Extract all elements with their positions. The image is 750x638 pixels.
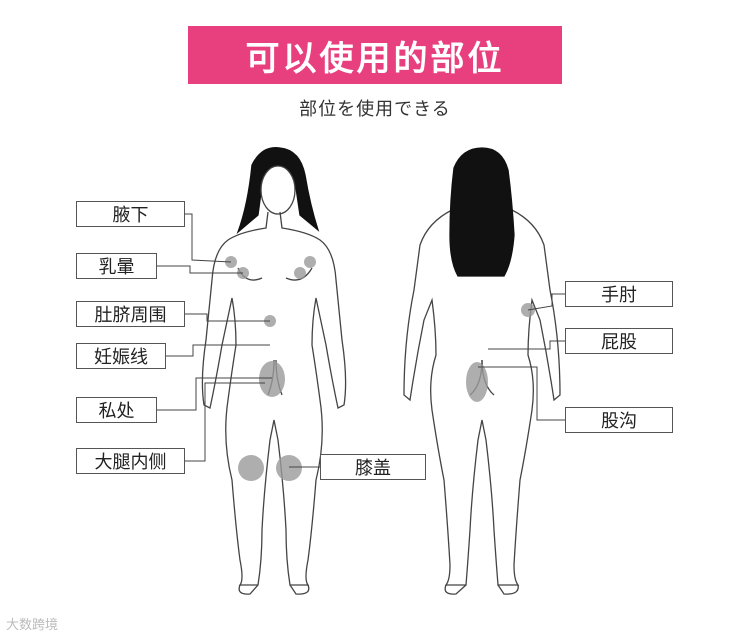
front-face bbox=[261, 166, 295, 214]
label-navel: 肚脐周围 bbox=[76, 301, 185, 327]
label-pregnancy-line: 妊娠线 bbox=[76, 343, 166, 369]
front-markers bbox=[225, 256, 316, 481]
label-inner-thigh: 大腿内侧 bbox=[76, 448, 185, 474]
watermark: 大数跨境 bbox=[6, 614, 58, 633]
label-buttock-crease: 股沟 bbox=[565, 407, 673, 433]
marker-armpit-right bbox=[304, 256, 316, 268]
front-body-outline bbox=[202, 212, 345, 585]
label-private: 私处 bbox=[76, 397, 157, 423]
back-markers bbox=[466, 303, 535, 402]
label-areola: 乳暈 bbox=[76, 253, 157, 279]
label-armpit: 腋下 bbox=[76, 201, 185, 227]
marker-knee-right bbox=[276, 455, 302, 481]
label-knee: 膝盖 bbox=[320, 454, 426, 480]
marker-buttocks bbox=[466, 362, 488, 402]
marker-areola-right bbox=[294, 267, 306, 279]
label-elbow: 手肘 bbox=[565, 281, 673, 307]
marker-private bbox=[259, 361, 285, 397]
back-hair bbox=[450, 148, 514, 276]
label-buttocks: 屁股 bbox=[565, 328, 673, 354]
marker-knee-left bbox=[238, 455, 264, 481]
